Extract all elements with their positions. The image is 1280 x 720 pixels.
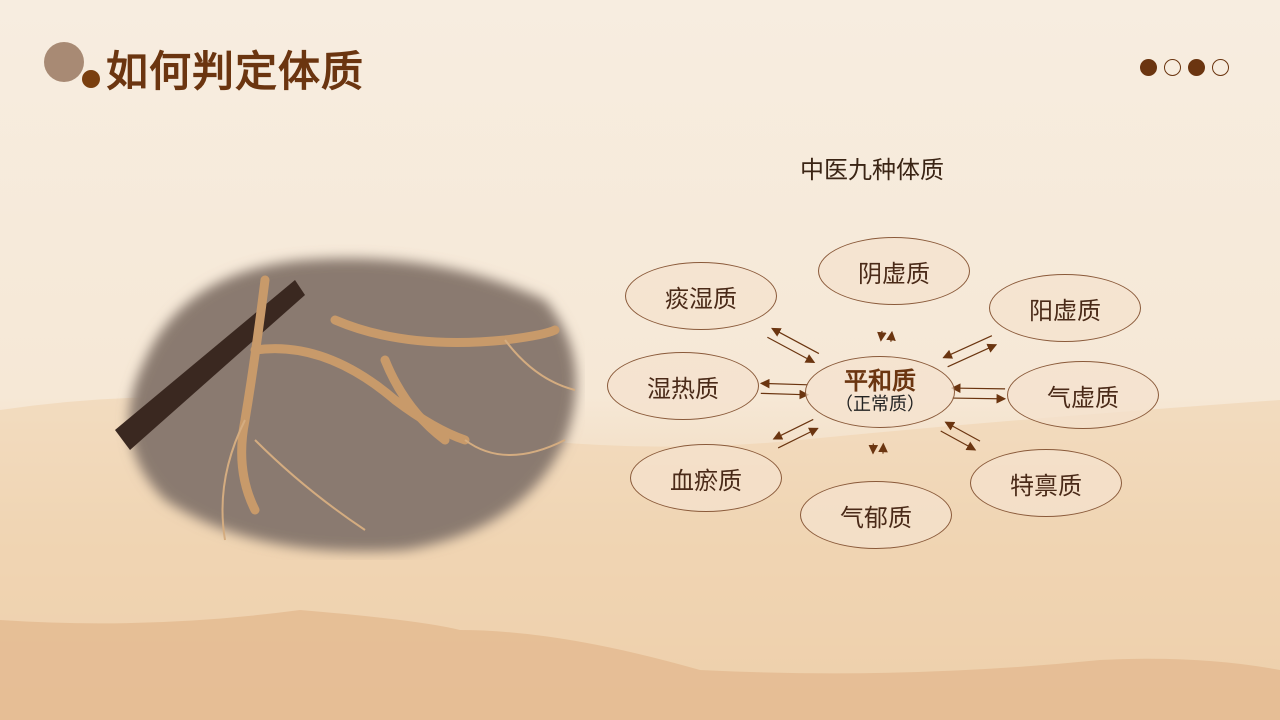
center-label: 平和质 [844, 366, 916, 395]
node-tanshi: 痰湿质 [625, 262, 777, 330]
page-dot-2[interactable] [1164, 59, 1181, 76]
diagram-title: 中医九种体质 [800, 156, 944, 184]
node-pinghe-center: 平和质 （正常质） [805, 356, 955, 428]
arrow-yangxu-in [942, 335, 993, 359]
ginseng-photo [115, 258, 577, 552]
node-label: 血瘀质 [670, 466, 742, 495]
page-dot-1[interactable] [1140, 59, 1157, 76]
center-sublabel: （正常质） [835, 394, 925, 416]
arrow-shire-in [760, 389, 810, 400]
node-yangxu: 阳虚质 [989, 274, 1141, 342]
node-label: 湿热质 [647, 374, 719, 403]
node-tebing: 特禀质 [970, 449, 1122, 517]
arrow-tanshi-out [771, 327, 820, 355]
node-qiyu: 气郁质 [800, 481, 952, 549]
arrow-xueyu-in [777, 427, 819, 449]
arrow-tebing-in [944, 421, 981, 442]
page-dot-4[interactable] [1212, 59, 1229, 76]
arrow-qixu-out [951, 393, 1007, 404]
node-label: 气郁质 [840, 503, 912, 532]
node-shire: 湿热质 [607, 352, 759, 420]
node-label: 气虚质 [1047, 383, 1119, 412]
pagination-dots [1140, 59, 1229, 76]
arrow-yinxu-in [877, 330, 887, 342]
page-title: 如何判定体质 [106, 47, 365, 96]
node-label: 阴虚质 [858, 259, 930, 288]
page-dot-3[interactable] [1188, 59, 1205, 76]
arrow-shire-out [759, 378, 809, 389]
arrow-tanshi-in [767, 336, 816, 363]
node-label: 痰湿质 [665, 284, 737, 313]
node-qixu: 气虚质 [1007, 361, 1159, 429]
node-label: 特禀质 [1010, 471, 1082, 500]
node-label: 阳虚质 [1029, 296, 1101, 325]
node-xueyu: 血瘀质 [630, 444, 782, 512]
arrow-yangxu-out [947, 343, 998, 368]
arrow-yinxu-out [886, 330, 896, 342]
arrow-xueyu-out [772, 418, 814, 440]
node-yinxu: 阴虚质 [818, 237, 970, 305]
title-decoration-circle [44, 42, 84, 82]
arrow-qixu-in [950, 383, 1006, 393]
arrow-tebing-out [940, 430, 977, 451]
title-decoration-dot [82, 70, 100, 88]
